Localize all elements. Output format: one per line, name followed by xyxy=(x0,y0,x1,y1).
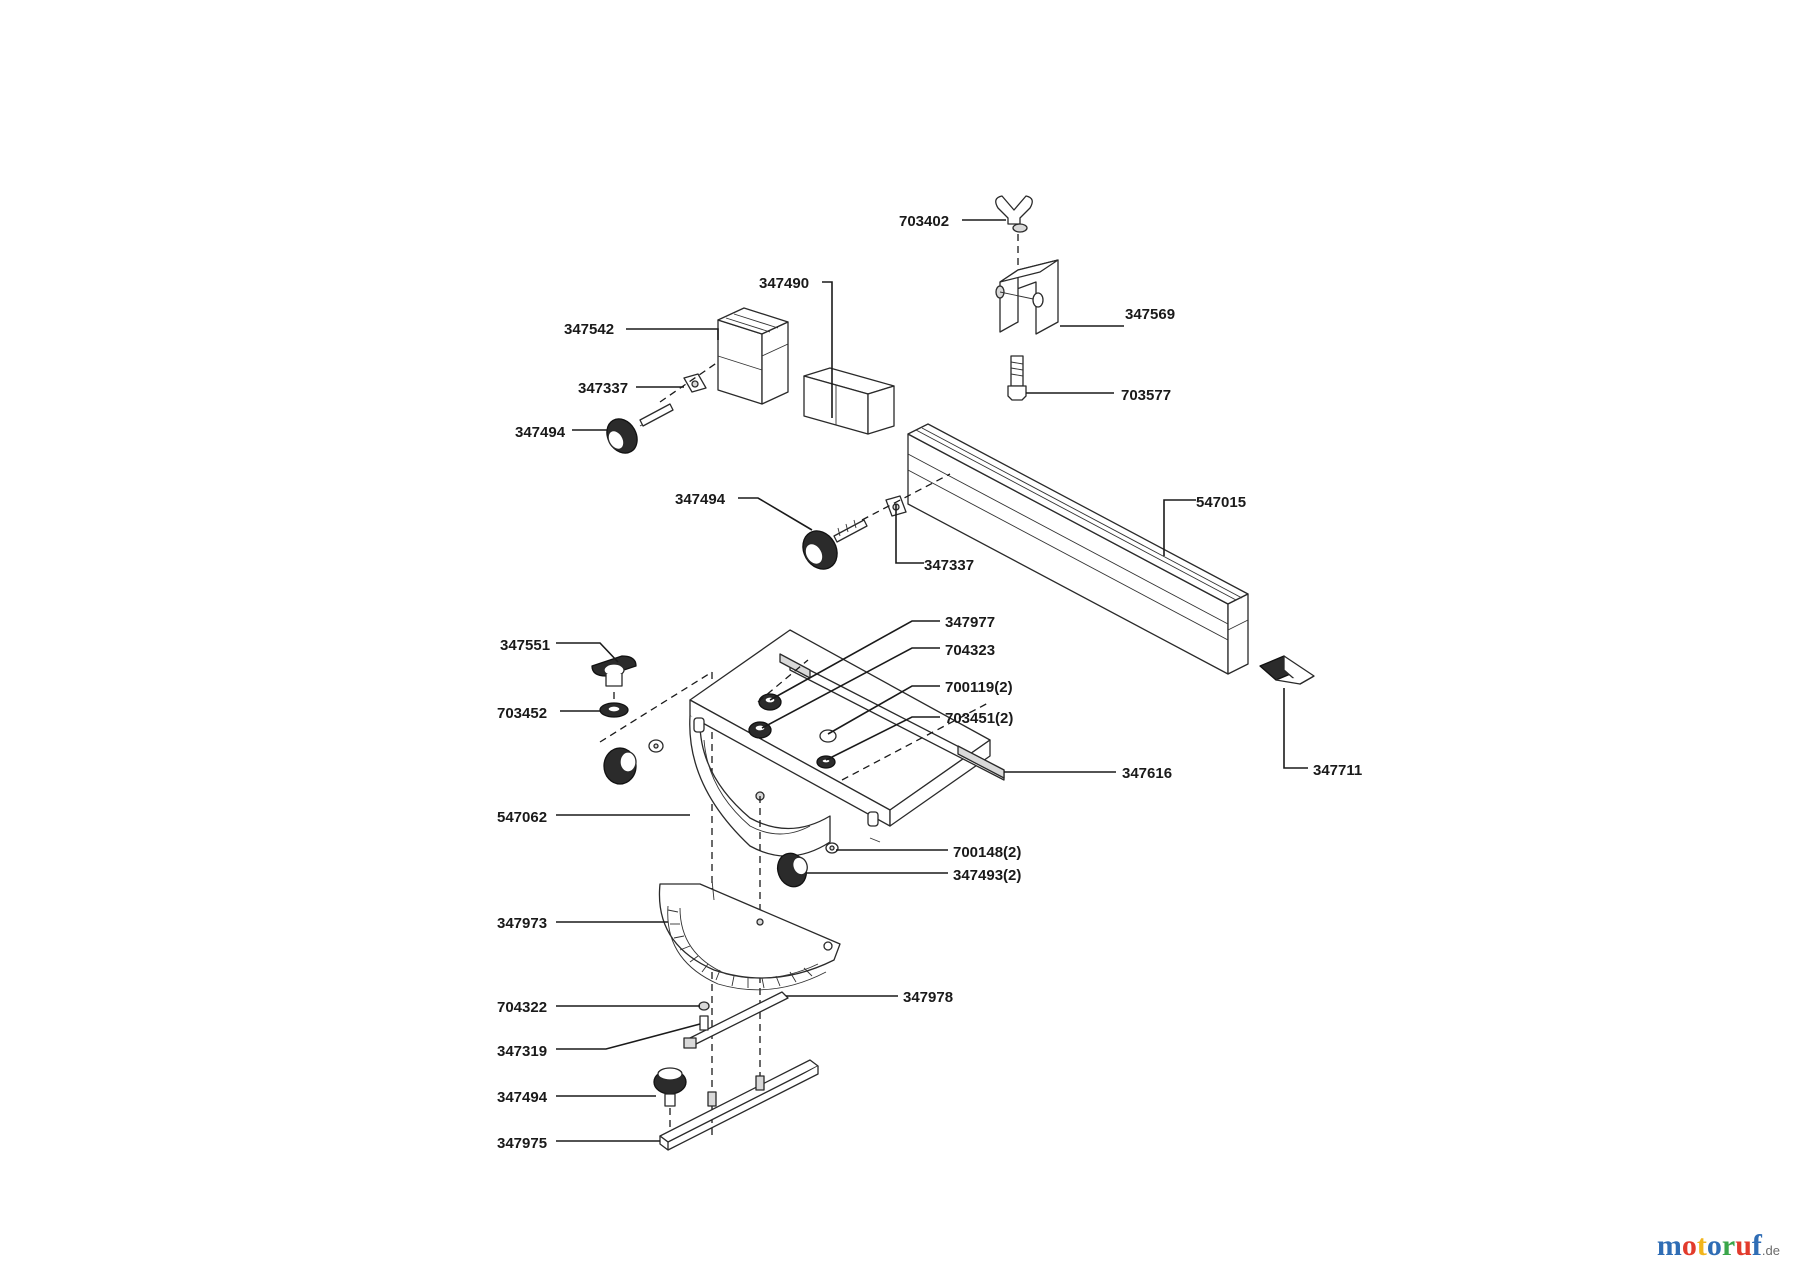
part-label: 347337 xyxy=(924,557,974,574)
dash-line xyxy=(861,473,951,521)
part-label: 547062 xyxy=(497,809,547,826)
watermark-suffix: .de xyxy=(1761,1243,1780,1258)
part-label: 347337 xyxy=(578,380,628,397)
watermark-letter: m xyxy=(1656,1229,1682,1262)
part-label: 347542 xyxy=(564,321,614,338)
watermark-letter: u xyxy=(1735,1229,1752,1262)
part-label: 347494 xyxy=(515,424,566,441)
part-label: 347973 xyxy=(497,915,547,932)
wing-nut-part xyxy=(995,195,1033,233)
square-nut-part xyxy=(683,373,707,393)
dash-line xyxy=(757,659,809,703)
protractor-scale-part xyxy=(658,879,841,991)
part-label: 347978 xyxy=(903,989,953,1006)
part-label: 347551 xyxy=(500,637,550,654)
part-label: 347493(2) xyxy=(953,867,1021,884)
small-screw-part xyxy=(698,1001,710,1031)
watermark-logo: motoruf.de xyxy=(1657,1229,1780,1263)
knob-part xyxy=(776,852,808,888)
guide-bar-part xyxy=(779,653,1005,781)
part-labels: 703402 347490 347542 347569 347337 70357… xyxy=(497,213,1362,1152)
knob-screw-part xyxy=(653,1067,687,1107)
knob-screw-part xyxy=(802,519,868,570)
watermark-letter: t xyxy=(1696,1229,1707,1262)
dash-line xyxy=(841,701,991,781)
part-label: 347616 xyxy=(1122,765,1172,782)
watermark-letter: r xyxy=(1721,1229,1736,1262)
part-label: 347569 xyxy=(1125,306,1175,323)
part-label: 700119(2) xyxy=(945,679,1013,696)
washer-part xyxy=(599,702,629,718)
part-label: 347490 xyxy=(759,275,809,292)
part-label: 347711 xyxy=(1313,762,1362,779)
part-label: 347494 xyxy=(497,1089,548,1106)
dash-line xyxy=(599,671,713,743)
fence-rail-long-part xyxy=(907,423,1249,675)
hex-bolt-part xyxy=(1007,355,1027,401)
screw-washer-part xyxy=(748,693,837,769)
washer-part xyxy=(825,842,839,854)
part-label: 347977 xyxy=(945,614,995,631)
part-label: 704322 xyxy=(497,999,547,1016)
lock-lever-part xyxy=(591,655,637,687)
knob-part xyxy=(603,739,664,785)
watermark-letter: o xyxy=(1706,1229,1722,1262)
base-plate-part xyxy=(659,1059,819,1151)
watermark-letter: o xyxy=(1681,1229,1697,1262)
knob-screw-part xyxy=(606,403,674,454)
connector-piece-part xyxy=(803,367,895,435)
end-cap-part xyxy=(1259,655,1315,685)
watermark-letter: f xyxy=(1751,1229,1762,1262)
part-label: 704323 xyxy=(945,642,995,659)
part-label: 347319 xyxy=(497,1043,547,1060)
part-label: 547015 xyxy=(1196,494,1246,511)
part-label: 347975 xyxy=(497,1135,547,1152)
protractor-ticks xyxy=(667,909,813,989)
part-label: 703451(2) xyxy=(945,710,1013,727)
part-label: 703402 xyxy=(899,213,949,230)
part-label: 700148(2) xyxy=(953,844,1021,861)
part-label: 347494 xyxy=(675,491,726,508)
miter-gauge-body-part xyxy=(689,629,991,857)
part-label: 703577 xyxy=(1121,387,1171,404)
pointer-arm-part xyxy=(683,991,789,1049)
fence-extrusion-short-part xyxy=(717,307,789,405)
clamp-bracket-part xyxy=(995,259,1059,335)
leader-lines xyxy=(556,219,1308,1142)
part-label: 703452 xyxy=(497,705,547,722)
